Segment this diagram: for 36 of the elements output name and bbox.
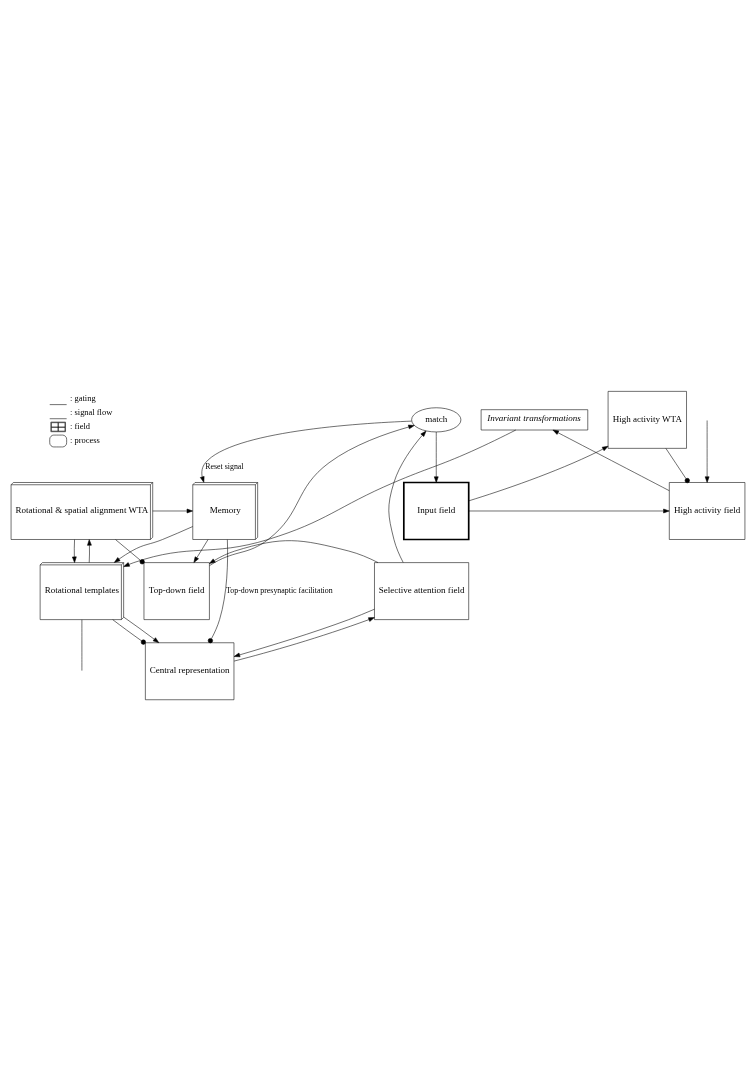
arrow <box>434 431 439 483</box>
connector <box>665 447 690 483</box>
connector <box>207 538 228 643</box>
arrow <box>233 616 375 661</box>
node-box: High activity field <box>669 481 746 540</box>
arrow <box>704 419 710 483</box>
arrow <box>123 616 160 643</box>
arrow <box>468 508 670 513</box>
arrow <box>468 445 609 501</box>
legend-label: : process <box>70 434 100 445</box>
node-box: Central representation <box>145 641 235 700</box>
node-ellipse: match <box>411 407 462 432</box>
arrow <box>123 429 517 567</box>
connector <box>112 618 146 645</box>
arrow <box>114 525 193 563</box>
arrow <box>72 538 77 563</box>
node-box: Selective attention field <box>374 561 469 620</box>
arrow <box>209 539 379 564</box>
arrow <box>193 538 209 563</box>
node-box: Invariant transformations <box>480 408 589 430</box>
node-box: Top-down field <box>143 561 210 620</box>
arrow <box>388 430 427 563</box>
arrow <box>87 538 92 563</box>
legend-label: : gating <box>70 392 96 403</box>
arrow <box>233 608 375 657</box>
arrow <box>152 508 193 513</box>
arrow <box>200 420 412 483</box>
edge-label: Top-down presynaptic facilitation <box>226 585 333 595</box>
arrow <box>209 424 415 566</box>
legend-label: : field <box>70 420 90 431</box>
edge-label: Reset signal <box>205 461 244 471</box>
legend-label: : signal flow <box>70 406 113 417</box>
connector <box>115 538 145 564</box>
arrow <box>552 429 670 491</box>
node-box: High activity WTA <box>607 390 687 449</box>
node-box: Input field <box>402 481 470 540</box>
